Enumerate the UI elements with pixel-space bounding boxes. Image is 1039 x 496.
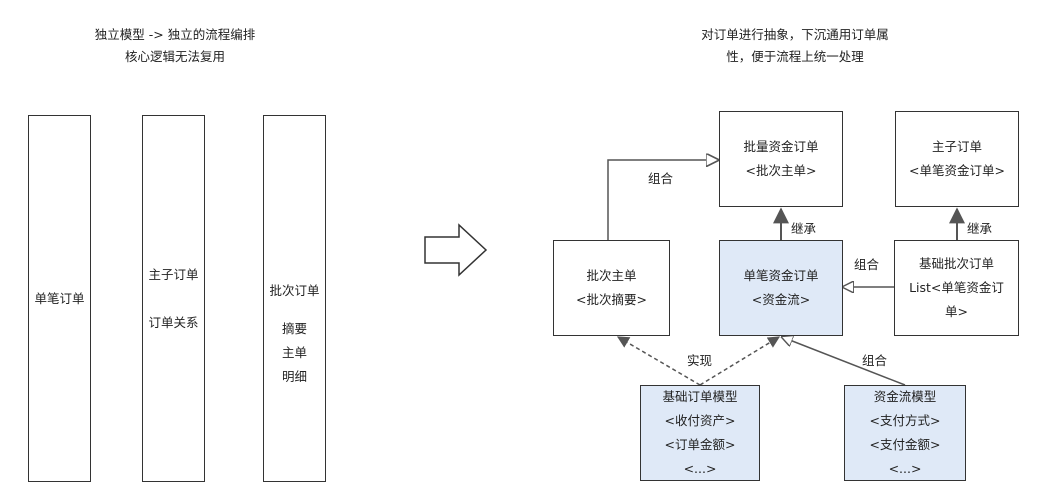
batch-master-box: 批次主单 <批次摘要> <box>553 240 670 336</box>
combine-top-connector <box>607 160 718 240</box>
single-fund-order-sub: <资金流> <box>751 292 811 307</box>
right-caption: 对订单进行抽象，下沉通用订单属 性，便于流程上统一处理 <box>660 24 930 68</box>
master-sub-order-title: 主子订单 <box>931 139 982 154</box>
combine-bottom-label: 组合 <box>862 353 888 368</box>
implement-label: 实现 <box>687 353 713 368</box>
inherit-right-label: 继承 <box>967 221 993 236</box>
order-relation-label: 订单关系 <box>148 314 199 330</box>
single-fund-order-box: 单笔资金订单 <资金流> <box>719 240 843 336</box>
single-order-label: 单笔订单 <box>34 290 85 306</box>
batch-fund-order-title: 批量资金订单 <box>743 139 819 154</box>
right-caption-line-1: 对订单进行抽象，下沉通用订单属 <box>701 27 889 42</box>
master-sub-order-column: 主子订单 订单关系 <box>142 115 205 482</box>
implement-connector-left <box>616 336 701 386</box>
batch-order-label: 批次订单 <box>269 282 320 298</box>
right-caption-line-2: 性，便于流程上统一处理 <box>726 49 864 64</box>
implement-connector-right <box>699 336 781 386</box>
fund-flow-model-title: 资金流模型 <box>873 389 937 404</box>
batch-order-column: 批次订单 摘要 主单 明细 <box>263 115 326 482</box>
single-order-column: 单笔订单 <box>28 115 91 482</box>
base-batch-order-tail: 单> <box>945 304 968 319</box>
base-order-model-more: <...> <box>683 461 717 476</box>
master-sub-order-label: 主子订单 <box>148 266 199 282</box>
combine-right-label: 组合 <box>854 257 880 272</box>
master-sub-order-sub: <单笔资金订单> <box>909 163 1005 178</box>
base-order-model-asset: <收付资产> <box>664 413 736 428</box>
base-batch-order-title: 基础批次订单 <box>918 256 994 271</box>
batch-fund-order-box: 批量资金订单 <批次主单> <box>719 111 843 207</box>
left-caption: 独立模型 -> 独立的流程编排 核心逻辑无法复用 <box>55 24 295 68</box>
batch-master-sub: <批次摘要> <box>576 292 647 307</box>
combine-top-label: 组合 <box>648 171 674 186</box>
detail-label: 明细 <box>281 368 307 384</box>
base-order-model-title: 基础订单模型 <box>662 389 738 404</box>
fund-flow-model-amount: <支付金额> <box>869 437 941 452</box>
inherit-mid-label: 继承 <box>791 221 817 236</box>
master-label: 主单 <box>281 344 307 360</box>
master-sub-order-box: 主子订单 <单笔资金订单> <box>895 111 1019 207</box>
fund-flow-model-method: <支付方式> <box>869 413 941 428</box>
left-caption-line-1: 独立模型 -> 独立的流程编排 <box>94 27 256 42</box>
fund-flow-model-more: <...> <box>888 461 922 476</box>
single-fund-order-title: 单笔资金订单 <box>743 268 819 283</box>
base-batch-order-box: 基础批次订单 List<单笔资金订 单> <box>894 240 1019 336</box>
base-batch-order-list: List<单笔资金订 <box>909 280 1004 295</box>
transform-arrow-icon <box>424 223 488 277</box>
left-caption-line-2: 核心逻辑无法复用 <box>124 49 225 64</box>
summary-label: 摘要 <box>281 320 307 336</box>
combine-bottom-connector <box>782 337 906 386</box>
batch-master-title: 批次主单 <box>586 268 637 283</box>
batch-fund-order-sub: <批次主单> <box>745 163 817 178</box>
fund-flow-model-box: 资金流模型 <支付方式> <支付金额> <...> <box>844 385 966 481</box>
base-order-model-box: 基础订单模型 <收付资产> <订单金额> <...> <box>640 385 760 481</box>
base-order-model-amount: <订单金额> <box>664 437 736 452</box>
